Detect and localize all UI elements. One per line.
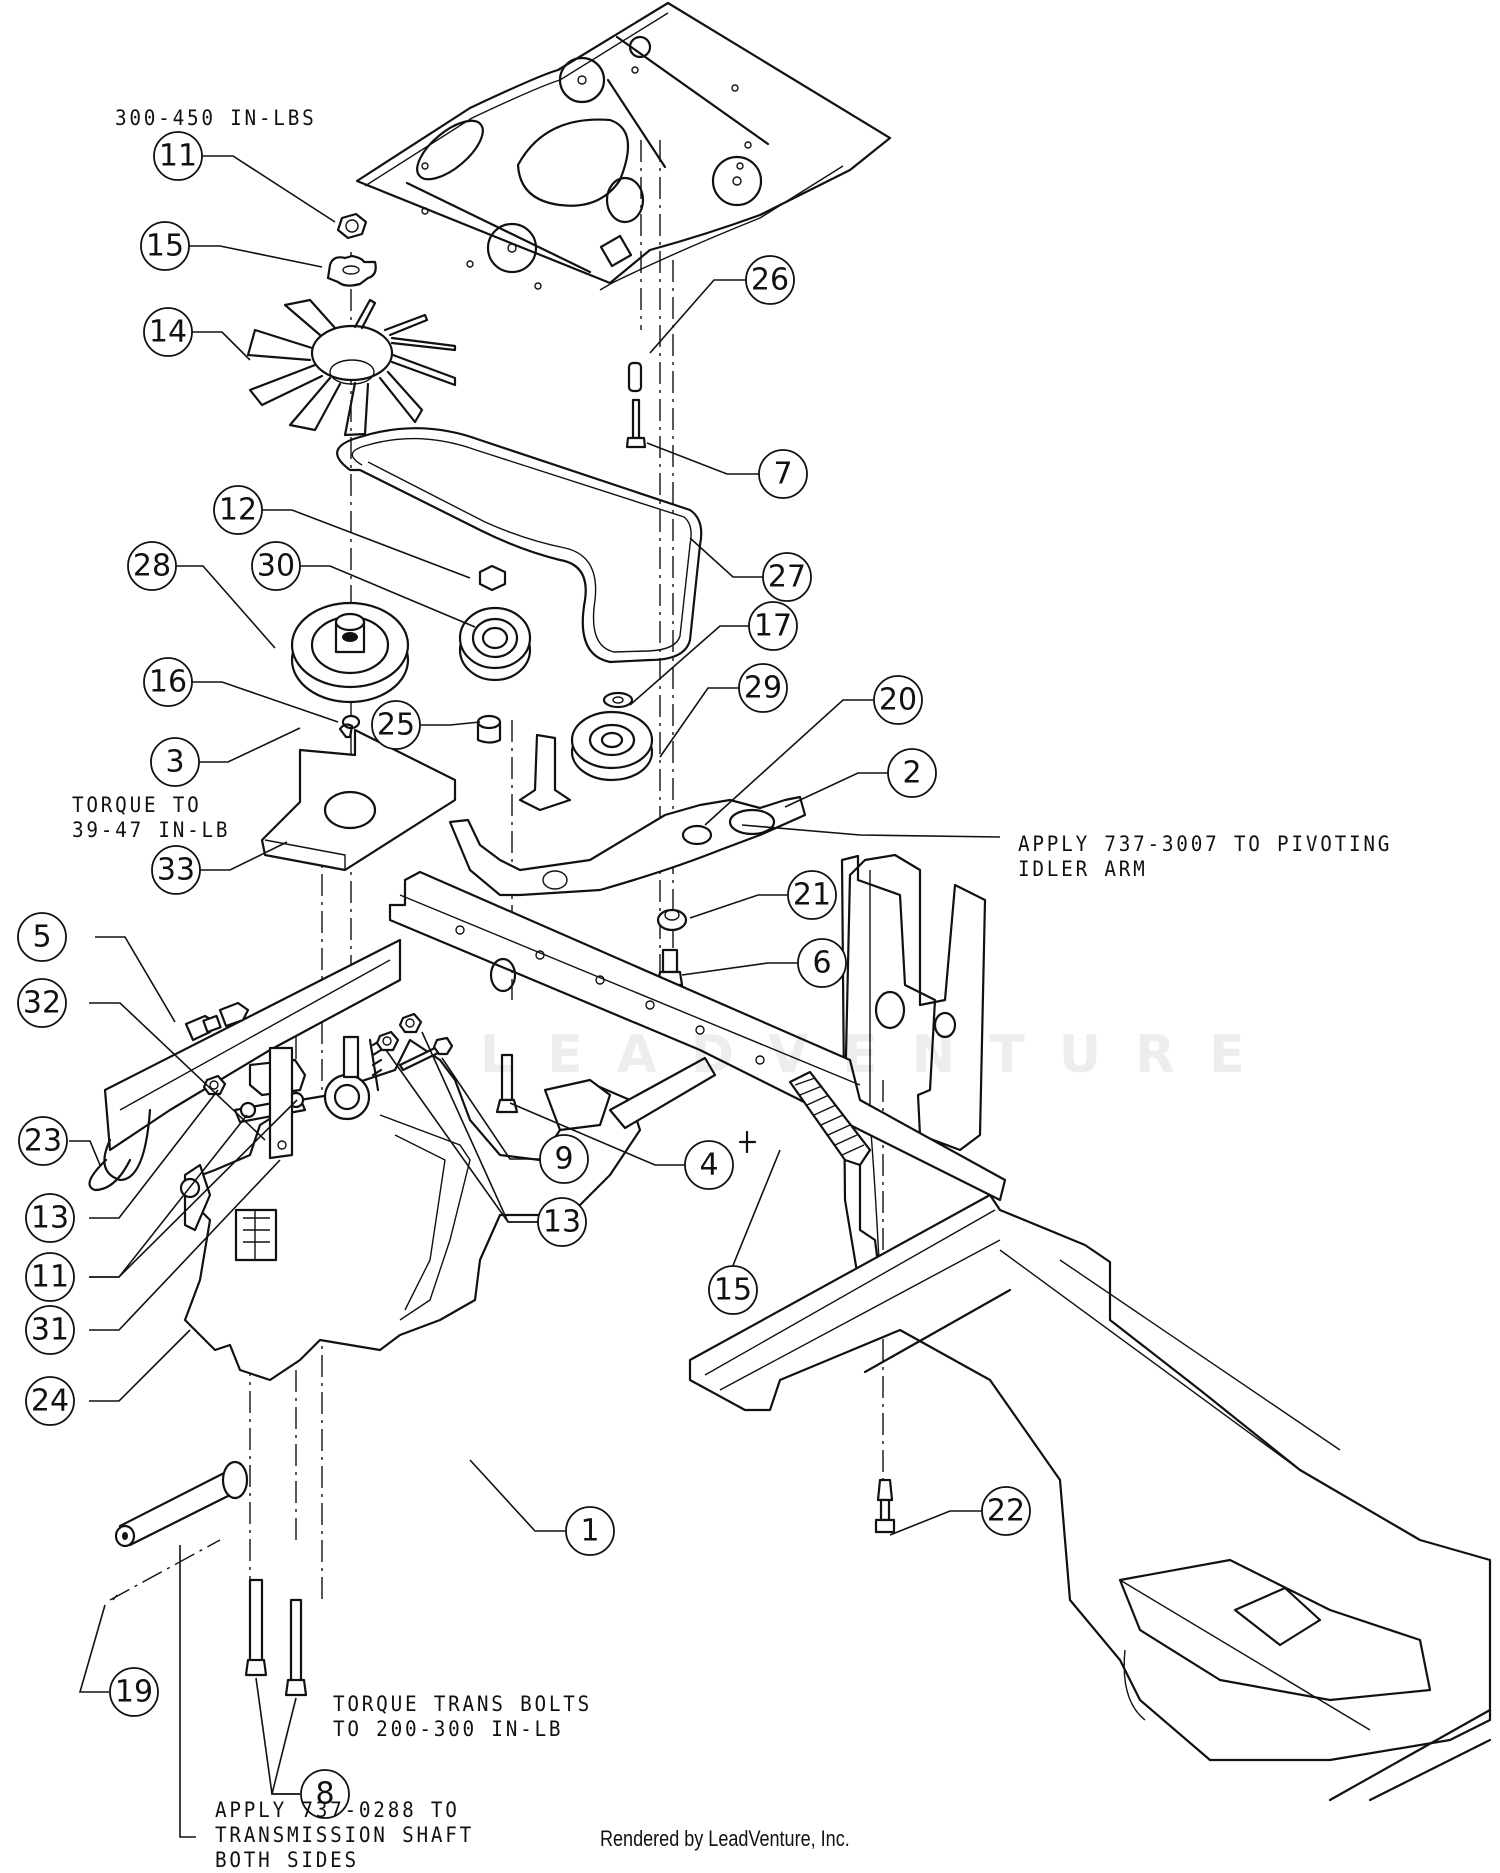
svg-text:11: 11 bbox=[159, 139, 197, 174]
note-idler-arm: APPLY 737-3007 TO PIVOTING IDLER ARM bbox=[1018, 832, 1393, 881]
svg-text:15: 15 bbox=[714, 1273, 752, 1308]
svg-text:15: 15 bbox=[146, 229, 184, 264]
note-nut-torque: 300-450 IN-LBS bbox=[115, 106, 317, 130]
callout-33[interactable]: 33 bbox=[151, 845, 201, 895]
svg-text:32: 32 bbox=[23, 986, 61, 1021]
callout-22[interactable]: 22 bbox=[981, 1486, 1031, 1536]
svg-text:33: 33 bbox=[157, 853, 195, 888]
svg-text:4: 4 bbox=[699, 1148, 718, 1183]
idler-arm bbox=[448, 733, 807, 987]
watermark: LEADVENTURE bbox=[480, 1025, 1279, 1085]
callout-15[interactable]: 15 bbox=[708, 1265, 758, 1315]
callout-4[interactable]: 4 bbox=[684, 1140, 734, 1190]
svg-text:26: 26 bbox=[751, 263, 789, 298]
callout-18[interactable]: 17 bbox=[748, 601, 798, 651]
svg-text:5: 5 bbox=[32, 920, 51, 955]
svg-text:20: 20 bbox=[879, 683, 917, 718]
note-trans-bolts: TORQUE TRANS BOLTS TO 200-300 IN-LB bbox=[333, 1692, 593, 1741]
svg-text:22: 22 bbox=[987, 1494, 1025, 1529]
callout-26[interactable]: 26 bbox=[745, 255, 795, 305]
belt-guard bbox=[260, 728, 457, 872]
callout-6[interactable]: 6 bbox=[797, 938, 847, 988]
svg-text:3: 3 bbox=[165, 745, 184, 780]
callout-25[interactable]: 25 bbox=[371, 700, 421, 750]
callout-16[interactable]: 16 bbox=[143, 657, 193, 707]
svg-text:12: 12 bbox=[219, 493, 257, 528]
callout-14[interactable]: 14 bbox=[143, 307, 193, 357]
callout-20[interactable]: 20 bbox=[873, 675, 923, 725]
svg-text:11: 11 bbox=[31, 1260, 69, 1295]
svg-text:23: 23 bbox=[24, 1124, 62, 1159]
svg-text:21: 21 bbox=[793, 878, 831, 913]
callout-7[interactable]: 7 bbox=[758, 449, 808, 499]
callout-8[interactable]: 8 bbox=[300, 1769, 350, 1819]
callout-21[interactable]: 21 bbox=[787, 870, 837, 920]
svg-text:29: 29 bbox=[744, 671, 782, 706]
svg-text:31: 31 bbox=[31, 1313, 69, 1348]
callout-13-left[interactable]: 13 bbox=[25, 1193, 75, 1243]
svg-text:30: 30 bbox=[257, 549, 295, 584]
svg-text:1: 1 bbox=[580, 1514, 599, 1549]
callout-19[interactable]: 19 bbox=[109, 1667, 159, 1717]
v-belt bbox=[336, 427, 703, 664]
chassis bbox=[688, 1193, 1492, 1802]
callout-24[interactable]: 24 bbox=[25, 1376, 75, 1426]
svg-text:19: 19 bbox=[115, 1675, 153, 1710]
render-credit: Rendered by LeadVenture, Inc. bbox=[600, 1826, 850, 1851]
svg-text:24: 24 bbox=[31, 1384, 69, 1419]
callout-10[interactable]: 11 bbox=[153, 131, 203, 181]
transmission bbox=[114, 1035, 717, 1548]
callout-9[interactable]: 9 bbox=[539, 1134, 589, 1184]
svg-text:7: 7 bbox=[773, 457, 792, 492]
callout-29[interactable]: 29 bbox=[738, 663, 788, 713]
callout-1[interactable]: 1 bbox=[565, 1506, 615, 1556]
svg-text:6: 6 bbox=[812, 946, 831, 981]
note-screw-torque: TORQUE TO 39-47 IN-LB bbox=[72, 793, 231, 842]
callout-23[interactable]: 23 bbox=[18, 1116, 68, 1166]
svg-text:14: 14 bbox=[149, 315, 187, 350]
callout-11[interactable]: 11 bbox=[25, 1252, 75, 1302]
fan-stack bbox=[246, 212, 457, 437]
callout-2[interactable]: 2 bbox=[887, 748, 937, 798]
callout-32[interactable]: 32 bbox=[17, 978, 67, 1028]
callouts: 11 15 14 12 28 30 16 3 25 33 26 7 27 17 … bbox=[17, 131, 1031, 1819]
callout-31[interactable]: 31 bbox=[25, 1305, 75, 1355]
svg-text:28: 28 bbox=[133, 549, 171, 584]
callout-17[interactable]: 15 bbox=[140, 221, 190, 271]
pulley-set bbox=[290, 564, 654, 782]
svg-text:17: 17 bbox=[754, 609, 792, 644]
svg-text:16: 16 bbox=[149, 665, 187, 700]
note-trans-shaft: APPLY 737-0288 TO TRANSMISSION SHAFT BOT… bbox=[215, 1798, 475, 1872]
callout-5[interactable]: 5 bbox=[17, 912, 67, 962]
svg-text:25: 25 bbox=[377, 708, 415, 743]
svg-text:27: 27 bbox=[768, 560, 806, 595]
callout-28[interactable]: 28 bbox=[127, 541, 177, 591]
extension-spring bbox=[788, 1070, 872, 1167]
svg-text:2: 2 bbox=[902, 756, 921, 791]
leader-lines bbox=[69, 155, 1001, 1838]
mounting-plate bbox=[355, 1, 892, 291]
svg-text:8: 8 bbox=[315, 1777, 334, 1812]
callout-30[interactable]: 30 bbox=[251, 541, 301, 591]
callout-27[interactable]: 27 bbox=[762, 552, 812, 602]
callout-13-right[interactable]: 13 bbox=[537, 1197, 587, 1247]
svg-text:9: 9 bbox=[554, 1142, 573, 1177]
callout-3[interactable]: 3 bbox=[150, 737, 200, 787]
hardware bbox=[88, 361, 896, 1697]
callout-12[interactable]: 12 bbox=[213, 485, 263, 535]
svg-text:13: 13 bbox=[543, 1205, 581, 1240]
frame-rail bbox=[103, 870, 1007, 1202]
svg-text:13: 13 bbox=[31, 1201, 69, 1236]
